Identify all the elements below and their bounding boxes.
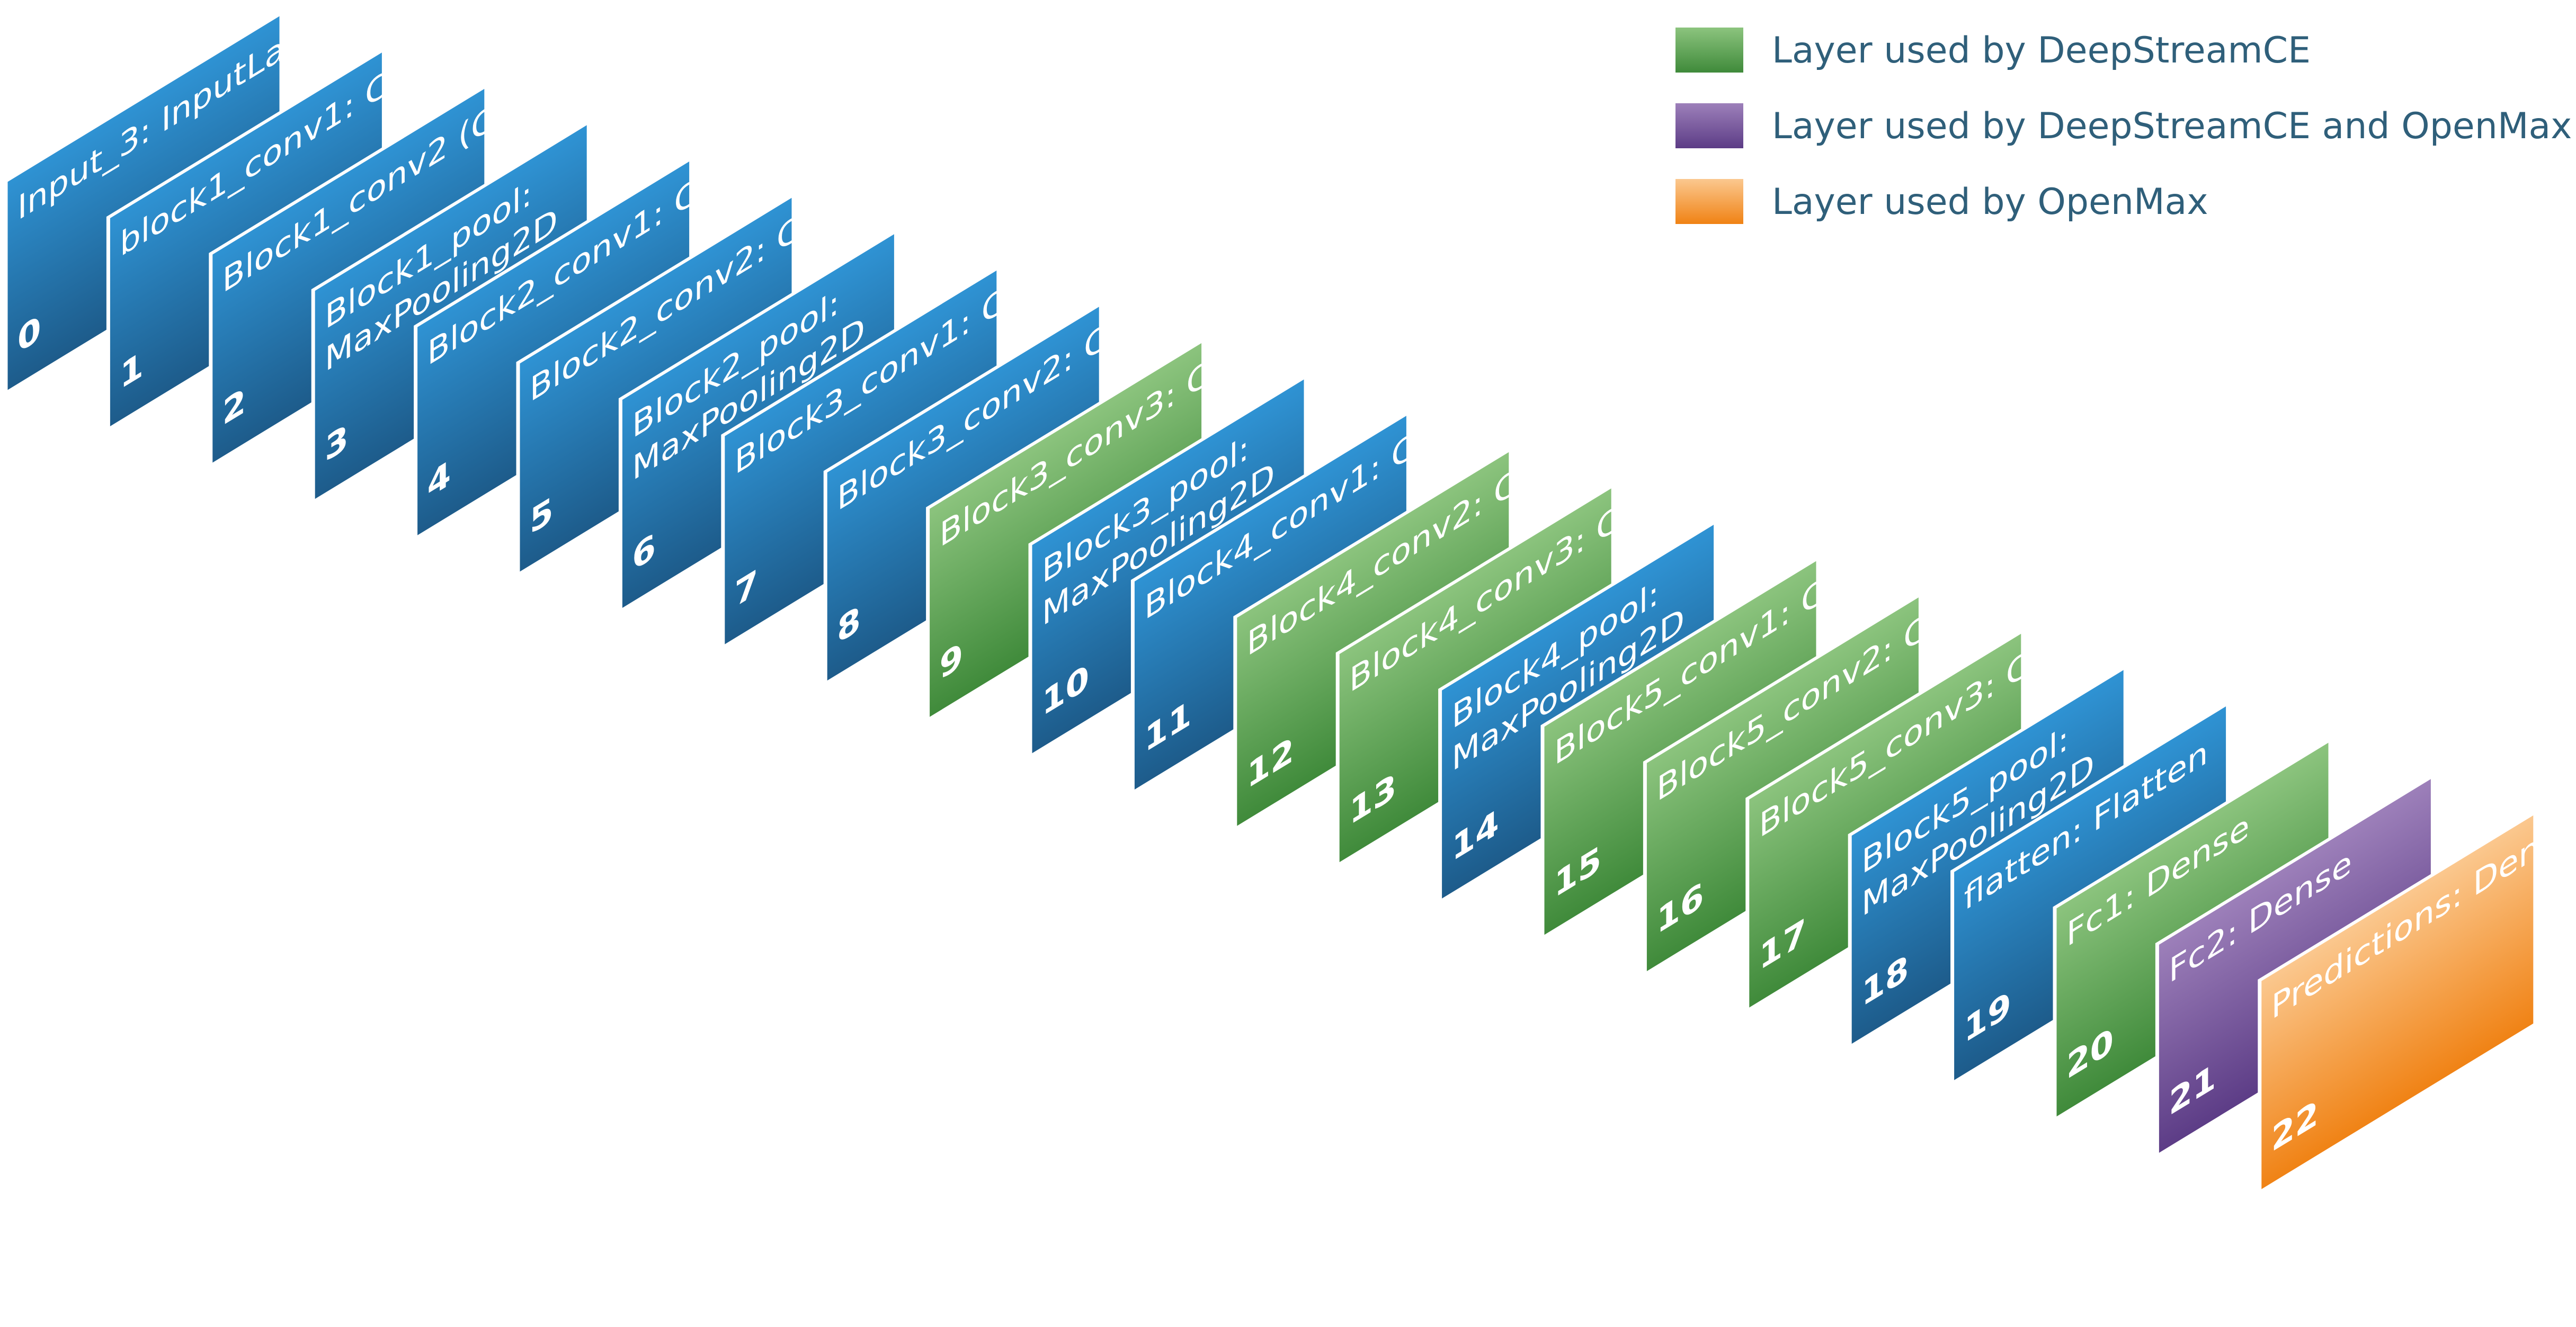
legend-label: Layer used by OpenMax — [1772, 181, 2208, 223]
legend-item-deepstream: Layer used by DeepStreamCE — [1675, 28, 2311, 73]
legend-item-openmax: Layer used by OpenMax — [1675, 179, 2208, 224]
legend-label: Layer used by DeepStreamCE — [1772, 30, 2311, 71]
legend-item-both: Layer used by DeepStreamCE and OpenMax — [1675, 103, 2572, 148]
legend-swatch — [1675, 179, 1743, 224]
legend: Layer used by DeepStreamCE Layer used by … — [1675, 28, 2572, 224]
legend-swatch — [1675, 28, 1743, 73]
layer-panel-fill — [2258, 809, 2537, 1195]
legend-swatch — [1675, 103, 1743, 148]
legend-label: Layer used by DeepStreamCE and OpenMax — [1772, 105, 2572, 147]
